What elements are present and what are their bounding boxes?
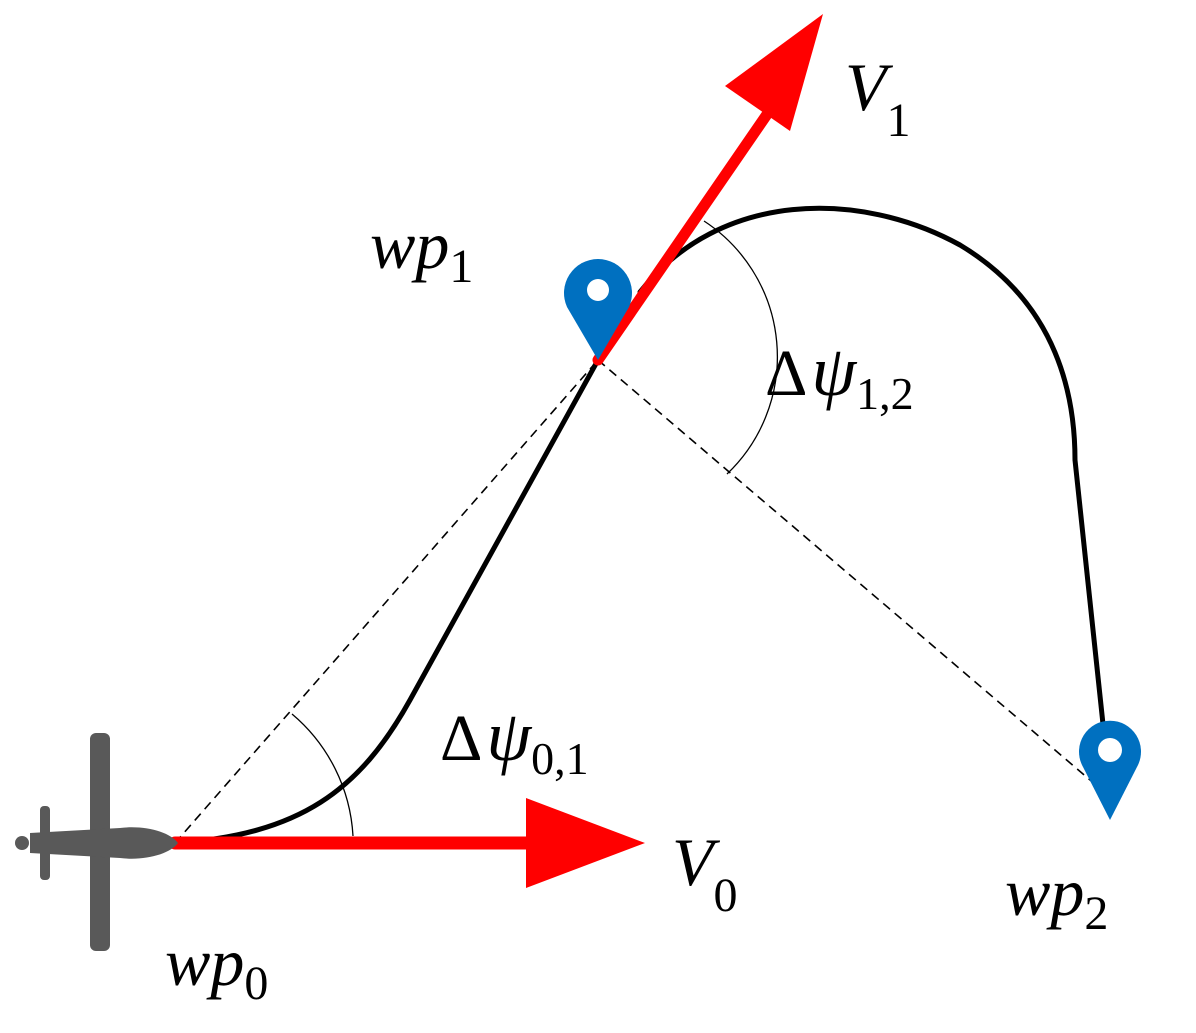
label-wp1: wp1 [370, 207, 473, 293]
label-wp0: wp0 [165, 924, 268, 1010]
velocity-vector-v1-arrowhead [725, 14, 823, 131]
waypoint-marker-wp2 [1079, 720, 1141, 820]
label-v0: V0 [672, 824, 738, 922]
reference-line-wp0-wp1 [174, 359, 599, 844]
reference-line-wp1-wp2 [597, 359, 1111, 798]
waypoint-marker-wp1 [564, 259, 632, 360]
velocity-vector-v0-arrowhead [526, 798, 645, 888]
angle-arc-01 [291, 713, 354, 837]
label-wp2: wp2 [1005, 854, 1108, 940]
label-delta-psi-01: Δψ0,1 [440, 696, 589, 784]
label-v1: V1 [845, 49, 911, 147]
angle-arc-12 [703, 220, 778, 475]
label-delta-psi-12: Δψ1,2 [765, 331, 914, 419]
aircraft-icon [15, 733, 178, 951]
velocity-vector-v1-shaft [592, 104, 776, 366]
flight-path-segment-1-2 [637, 205, 1108, 746]
